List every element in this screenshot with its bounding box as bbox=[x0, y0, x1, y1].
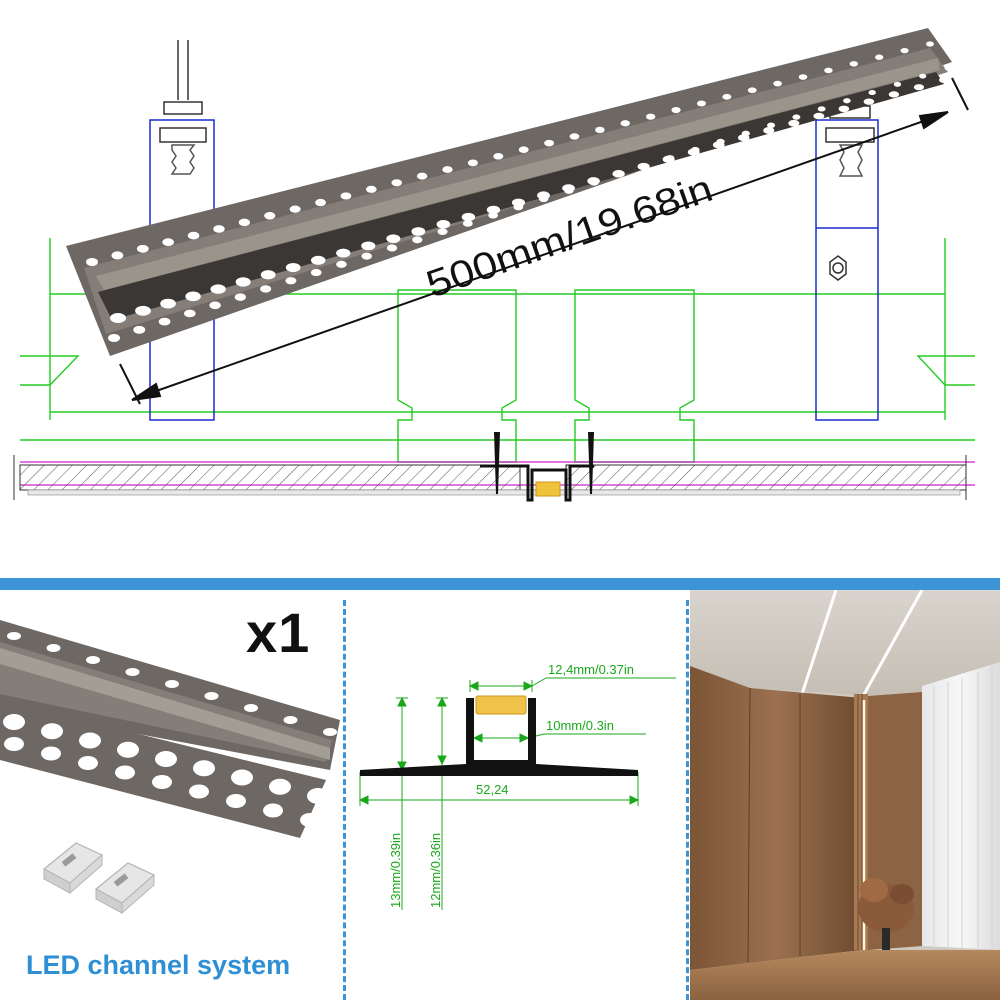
inner-width-label: 10mm/0.3in bbox=[546, 718, 614, 733]
installation-drawing: 500mm/19.68in bbox=[13, 28, 975, 502]
product-title: LED channel system bbox=[26, 950, 291, 980]
section-divider-bar bbox=[0, 578, 1000, 590]
profile-cross-section: 12,4mm/0.37in 10mm/0.3in 52,24 13mm/0.39… bbox=[358, 662, 676, 910]
channel-height-label: 12mm/0.36in bbox=[428, 833, 443, 908]
cross-section-panel: 12,4mm/0.37in 10mm/0.3in 52,24 13mm/0.39… bbox=[346, 590, 684, 1000]
quantity-label: x1 bbox=[246, 601, 311, 664]
room-installation-photo-icon bbox=[690, 590, 1000, 1000]
panel-divider bbox=[686, 600, 689, 1000]
total-height-label: 13mm/0.39in bbox=[388, 833, 403, 908]
threaded-rod-hanger-icon bbox=[815, 105, 879, 421]
panel-divider bbox=[343, 600, 346, 1000]
drywall-board bbox=[19, 464, 521, 491]
length-dimension bbox=[119, 77, 969, 405]
outer-width-label: 12,4mm/0.37in bbox=[548, 662, 634, 677]
drywall-board bbox=[565, 464, 967, 491]
flange-width-label: 52,24 bbox=[476, 782, 509, 797]
perforated-aluminum-channel-icon bbox=[66, 28, 952, 356]
package-contents-panel bbox=[0, 590, 340, 1000]
end-cap-icon bbox=[42, 842, 156, 915]
aluminum-profile-icon bbox=[0, 620, 340, 838]
embedded-profile-section bbox=[480, 464, 594, 502]
drywall-screw-icon bbox=[494, 432, 594, 494]
